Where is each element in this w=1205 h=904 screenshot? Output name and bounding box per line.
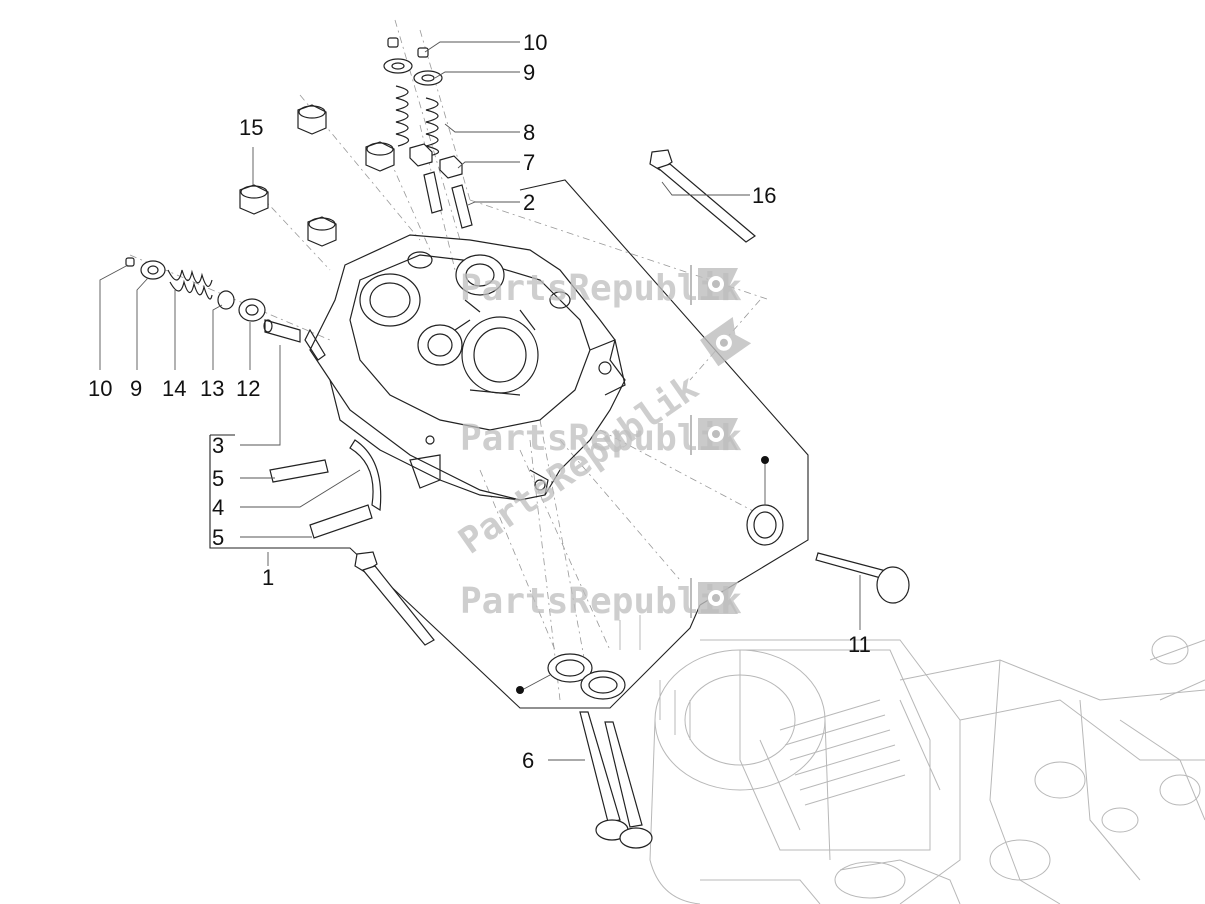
gear-flag-icon [700, 317, 752, 367]
callout-15: 15 [239, 115, 263, 140]
callout-9: 9 [130, 376, 142, 401]
watermark-text: PartsRepublik [460, 581, 742, 622]
callout-13: 13 [200, 376, 224, 401]
cylinder-head [304, 234, 626, 501]
callout-9: 9 [523, 60, 535, 85]
callout-10: 10 [88, 376, 112, 401]
left-valve-train [125, 257, 301, 343]
callout-4: 4 [212, 495, 224, 520]
callout-3: 3 [212, 433, 224, 458]
gear-flag-icon [698, 582, 738, 614]
callout-11: 11 [848, 632, 871, 657]
cylinder-studs [354, 149, 756, 646]
callout-10: 10 [523, 30, 547, 55]
callout-14: 14 [162, 376, 186, 401]
callout-12: 12 [236, 376, 260, 401]
watermark-text: PartsRepublik [460, 268, 742, 309]
gear-flag-icon [698, 268, 738, 300]
watermark-text: PartsRepublik [452, 367, 707, 562]
callout-5: 5 [212, 466, 224, 491]
callout-16: 16 [752, 183, 776, 208]
valves-and-seals [547, 504, 910, 849]
watermark-text: PartsRepublik [460, 418, 742, 459]
head-nuts [239, 104, 395, 247]
top-valve-train [383, 37, 473, 229]
callout-2: 2 [523, 190, 535, 215]
callout-8: 8 [523, 120, 535, 145]
engine-block-background [619, 615, 1205, 904]
gear-flag-icon [698, 418, 738, 450]
callout-6: 6 [522, 748, 534, 773]
callout-1: 1 [262, 565, 274, 590]
group-brackets [209, 179, 809, 709]
callout-labels: 10 9 8 7 2 16 15 10 9 14 13 12 3 5 4 5 1… [88, 30, 871, 773]
callout-7: 7 [523, 150, 535, 175]
dowel-pins-and-gasket [269, 439, 382, 539]
callout-5: 5 [212, 525, 224, 550]
leader-lines [99, 41, 861, 761]
